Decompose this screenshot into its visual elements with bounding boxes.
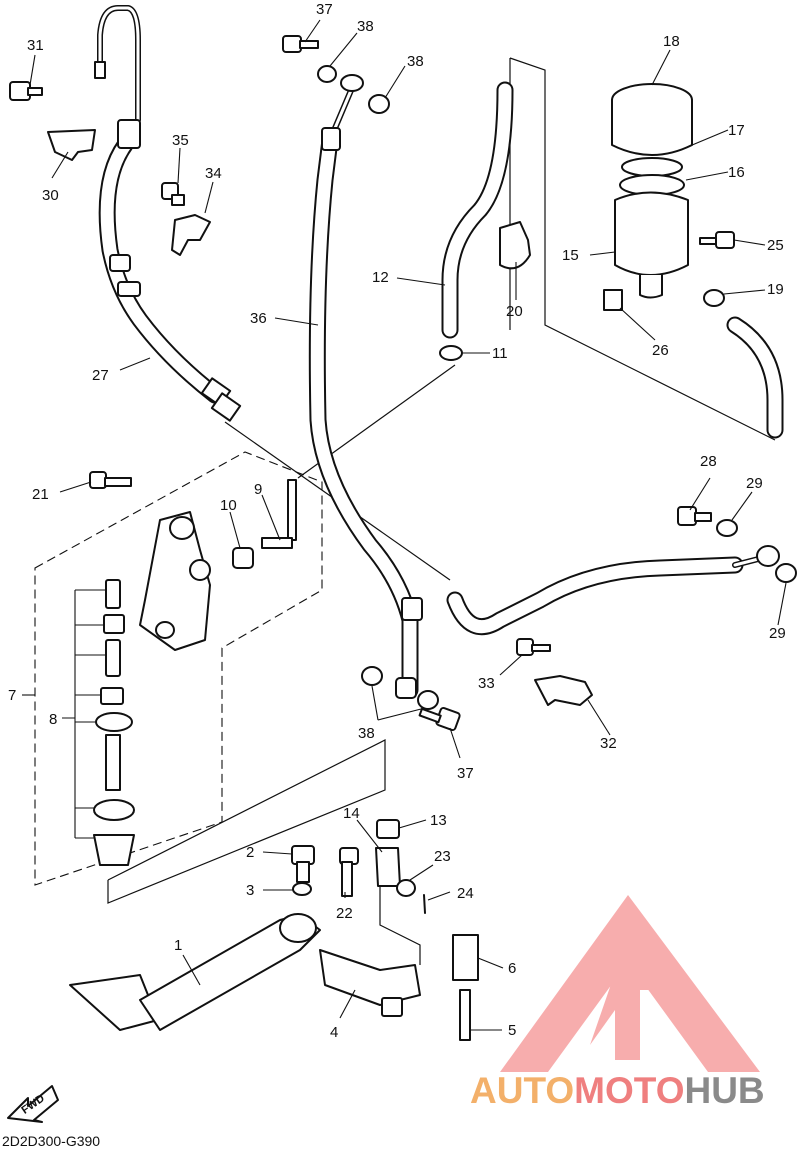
callout-11: 11 (492, 345, 508, 362)
callout-37b: 37 (457, 765, 474, 782)
callout-2: 2 (246, 844, 254, 861)
callout-26: 26 (652, 342, 669, 359)
callout-24: 24 (457, 885, 474, 902)
callout-4: 4 (330, 1024, 338, 1041)
callout-22: 22 (336, 905, 353, 922)
callout-17: 17 (728, 122, 745, 139)
callout-25: 25 (767, 237, 784, 254)
callout-18: 18 (663, 33, 680, 50)
callout-19: 19 (767, 281, 784, 298)
callout-23: 23 (434, 848, 451, 865)
callout-1: 1 (174, 937, 182, 954)
watermark-moto: MOTO (574, 1070, 684, 1111)
callout-numbers: 31 30 35 34 37 38 38 18 17 16 15 25 19 2… (8, 1, 786, 1041)
callout-30: 30 (42, 187, 59, 204)
callout-38b: 38 (407, 53, 424, 70)
callout-37: 37 (316, 1, 333, 18)
callout-9: 9 (254, 481, 262, 498)
watermark-triangle-icon (500, 895, 760, 1072)
callout-8: 8 (49, 711, 57, 728)
callout-15: 15 (562, 247, 579, 264)
callout-27: 27 (92, 367, 109, 384)
callout-28: 28 (700, 453, 717, 470)
callout-13: 13 (430, 812, 447, 829)
callout-29: 29 (746, 475, 763, 492)
callout-36: 36 (250, 310, 267, 327)
callout-21: 21 (32, 486, 49, 503)
callout-32: 32 (600, 735, 617, 752)
watermark-hub: HUB (684, 1070, 764, 1111)
callout-29b: 29 (769, 625, 786, 642)
callout-31: 31 (27, 37, 44, 54)
callout-10: 10 (220, 497, 237, 514)
callout-6: 6 (508, 960, 516, 977)
callout-20: 20 (506, 303, 523, 320)
callout-5: 5 (508, 1022, 516, 1039)
fwd-arrow-icon (7, 1085, 59, 1123)
parts (9, 35, 797, 1041)
watermark-logo: AUTOMOTOHUB (470, 895, 765, 1111)
callout-35: 35 (172, 132, 189, 149)
callout-38c: 38 (358, 725, 375, 742)
callout-16: 16 (728, 164, 745, 181)
callout-12: 12 (372, 269, 389, 286)
callout-34: 34 (205, 165, 222, 182)
callout-38: 38 (357, 18, 374, 35)
leader-lines (22, 19, 787, 1031)
fwd-arrow: FWD (7, 1085, 59, 1123)
callout-7: 7 (8, 687, 16, 704)
watermark-auto: AUTO (470, 1070, 574, 1111)
callout-33: 33 (478, 675, 495, 692)
callout-14: 14 (343, 805, 360, 822)
svg-text:AUTOMOTOHUB: AUTOMOTOHUB (470, 1070, 765, 1111)
callout-3: 3 (246, 882, 254, 899)
diagram-code: 2D2D300-G390 (2, 1133, 100, 1149)
